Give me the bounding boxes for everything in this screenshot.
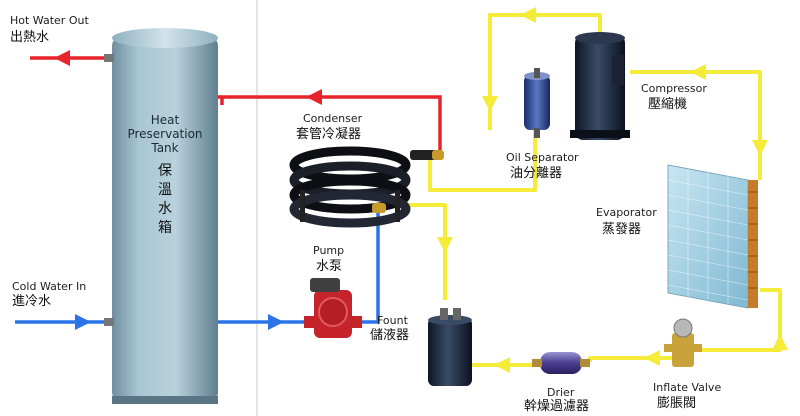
refrigerant-arrow-evap (752, 140, 768, 156)
compressor-icon (570, 32, 630, 140)
inflate-valve-cn-label: 膨脹閥 (657, 396, 697, 411)
filter-drier-icon (532, 352, 590, 374)
cold-water-line (15, 314, 110, 330)
oil-separator-label: Oil Separator (506, 151, 579, 164)
evaporator-label: Evaporator (596, 206, 657, 219)
coil-condenser-icon (289, 146, 444, 228)
hot-water-out-label: Hot Water Out (10, 14, 89, 27)
refrigerant-arrow-drier (494, 357, 510, 373)
oil-separator-icon (524, 68, 550, 138)
cold-water-arrow (75, 314, 91, 330)
refrigerant-arrow-compressor (690, 64, 706, 80)
cold-water-arrow-2 (268, 314, 284, 330)
refrigerant-arrow-valve (644, 350, 660, 366)
fount-label: Fount (377, 314, 408, 327)
condenser-cn-label: 套管冷凝器 (296, 127, 362, 142)
refrigerant-arrow-top (520, 7, 536, 23)
evaporator-fin-icon (667, 164, 758, 309)
tank-label-line-1: Heat (150, 113, 180, 127)
drier-label: Drier (547, 386, 575, 399)
refrigerant-arrow-separator (482, 96, 498, 112)
oil-separator-cn-label: 油分離器 (510, 166, 563, 181)
receiver-tank-icon (428, 308, 472, 386)
storage-tank-icon (104, 28, 218, 404)
refrigerant-pipe-top-loop (488, 13, 602, 130)
hot-water-pipe (220, 95, 442, 150)
circulation-pump-icon (304, 278, 362, 338)
refrigerant-arrow-right (772, 334, 788, 350)
cold-water-in-label: Cold Water In (12, 280, 87, 293)
hot-water-out-cn-label: 出熱水 (10, 30, 50, 45)
cold-water-in-cn-label: 進冷水 (12, 294, 52, 309)
evaporator-cn-label: 蒸發器 (602, 222, 642, 237)
tank-label-line-3: Tank (151, 141, 179, 155)
refrigerant-arrows (437, 7, 788, 373)
condenser-label: Condenser (303, 112, 363, 125)
pump-cn-label: 水泵 (316, 259, 343, 274)
inflate-valve-label: Inflate Valve (653, 381, 722, 394)
refrigerant-pipe-evaporator-valve (700, 288, 782, 352)
compressor-cn-label: 壓縮機 (648, 97, 688, 112)
tank-cn-label: 保溫水箱 (158, 163, 172, 236)
compressor-label: Compressor (641, 82, 707, 95)
expansion-valve-icon (664, 318, 702, 367)
refrigerant-arrow-down (437, 237, 453, 253)
drier-cn-label: 幹燥過濾器 (524, 399, 590, 414)
pump-label: Pump (313, 244, 345, 257)
fount-cn-label: 儲液器 (370, 328, 410, 343)
tank-label-line-2: Preservation (127, 127, 203, 141)
hot-water-arrow (54, 50, 70, 66)
refrigerant-pipe-condenser-fount (392, 203, 447, 300)
refrigerant-pipe-valve-drier (588, 356, 675, 362)
